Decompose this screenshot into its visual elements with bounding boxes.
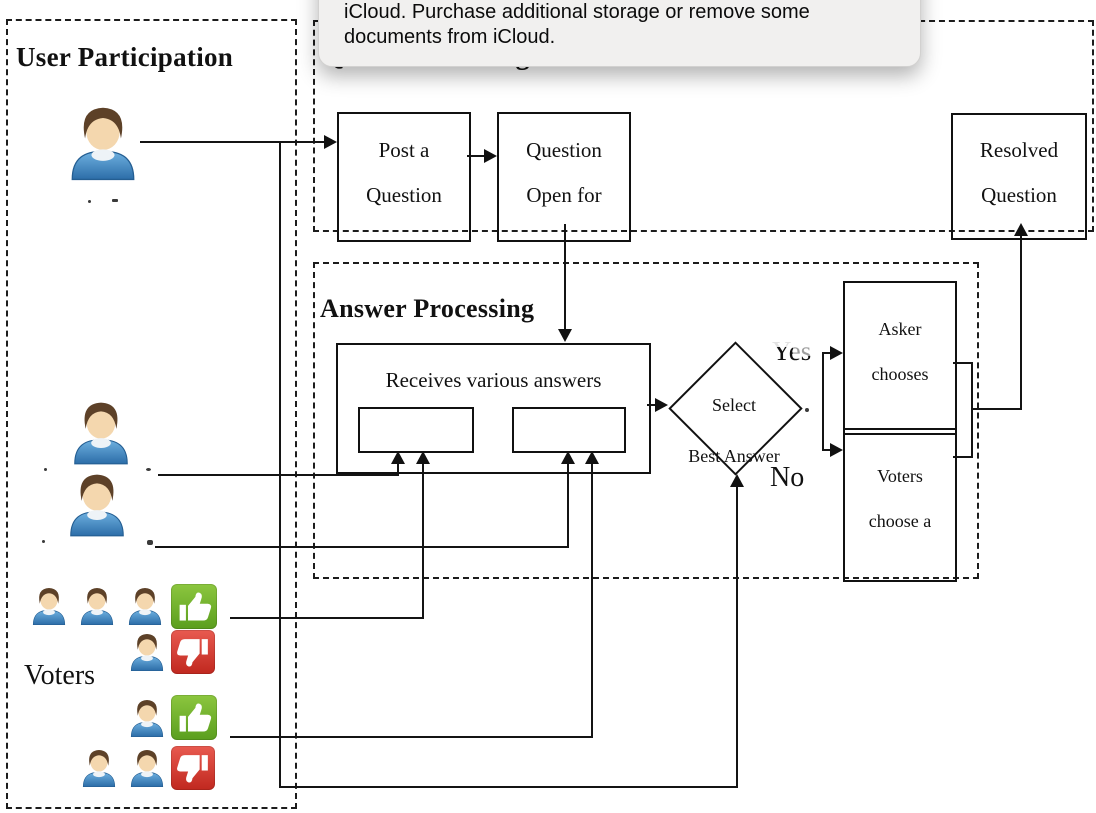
alert-message-line: iCloud. Purchase additional storage or r… — [344, 1, 810, 23]
thumbs-down-icon — [171, 630, 215, 674]
voter-user-icon — [130, 699, 164, 738]
connector-line — [567, 463, 569, 548]
connector-line — [647, 404, 657, 406]
answer-slot-box — [358, 407, 474, 453]
thumbs-up-icon — [171, 584, 217, 629]
arrowhead — [416, 451, 430, 464]
erased-area — [793, 347, 821, 356]
box-text: Voters — [877, 466, 923, 486]
connector-line — [953, 362, 973, 364]
user-participation-region — [6, 19, 297, 809]
voter-user-icon — [130, 749, 164, 788]
arrowhead — [830, 443, 843, 457]
arrowhead — [561, 451, 575, 464]
answer-slot-box — [512, 407, 626, 453]
erased-text-remnant — [147, 540, 153, 545]
icloud-alert-dialog[interactable]: iCloud. Purchase additional storage or r… — [318, 0, 921, 67]
stray-dot — [805, 408, 809, 412]
thumbs-up-icon — [171, 695, 217, 740]
box-text: Question — [366, 183, 442, 207]
thumbs-down-icon — [171, 746, 215, 790]
decision-text: Select — [712, 395, 756, 415]
connector-line — [564, 224, 566, 329]
connector-line — [140, 141, 326, 143]
answer-processing-title: Answer Processing — [320, 294, 535, 323]
voter-user-icon — [32, 587, 66, 626]
connector-line — [822, 352, 824, 451]
connector-line — [591, 463, 593, 738]
answerer-user-icon — [74, 402, 128, 465]
resolved-question-box: Resolved Question — [951, 113, 1087, 240]
answerer-user-icon — [70, 474, 124, 537]
connector-line — [467, 155, 486, 157]
connector-line — [736, 487, 738, 788]
voter-user-icon — [130, 633, 164, 672]
answer-processing-region — [313, 262, 979, 579]
erased-area — [766, 330, 822, 347]
alert-message: iCloud. Purchase additional storage or r… — [344, 0, 810, 50]
box-text: Receives various answers — [385, 368, 602, 392]
arrowhead — [1014, 223, 1028, 236]
connector-line — [1020, 236, 1022, 410]
connector-line — [822, 352, 831, 354]
arrowhead — [830, 346, 843, 360]
voter-user-icon — [128, 587, 162, 626]
voters-label: Voters — [24, 660, 96, 691]
box-text: choose a — [868, 511, 932, 531]
connector-line — [397, 463, 399, 475]
connector-line — [971, 362, 973, 458]
arrowhead — [558, 329, 572, 342]
connector-line — [822, 449, 831, 451]
erased-text-remnant — [112, 199, 118, 202]
connector-line — [230, 736, 593, 738]
arrowhead — [730, 474, 744, 487]
box-text: chooses — [871, 364, 929, 384]
no-label: No — [770, 462, 805, 493]
connector-line — [422, 463, 424, 619]
box-text: Open for — [526, 183, 602, 207]
box-text: Resolved — [979, 138, 1059, 162]
decision-text: Best Answer — [688, 446, 780, 466]
voters-choose-box: Voters choose a — [843, 428, 957, 582]
user-participation-title: User Participation — [16, 42, 234, 72]
voter-user-icon — [80, 587, 114, 626]
connector-line — [158, 474, 399, 476]
box-text: Question — [981, 183, 1057, 207]
connector-line — [279, 141, 281, 788]
connector-line — [279, 786, 738, 788]
asker-chooses-box: Asker chooses — [843, 281, 957, 435]
box-text: Asker — [878, 319, 922, 339]
arrowhead — [391, 451, 405, 464]
connector-line — [971, 408, 1021, 410]
erased-text-remnant — [146, 468, 151, 471]
erased-text-remnant — [44, 468, 47, 471]
connector-line — [155, 546, 569, 548]
receives-answers-box: Receives various answers — [336, 343, 651, 474]
arrowhead — [585, 451, 599, 464]
arrowhead — [484, 149, 497, 163]
alert-message-line: documents from iCloud. — [344, 26, 556, 48]
question-open-box: Question Open for — [497, 112, 631, 242]
asker-user-icon — [71, 107, 135, 181]
erased-text-remnant — [88, 200, 91, 203]
arrowhead — [655, 398, 668, 412]
arrowhead — [324, 135, 337, 149]
erased-text-remnant — [42, 540, 45, 543]
post-question-box: Post a Question — [337, 112, 471, 242]
voter-user-icon — [82, 749, 116, 788]
box-text: Question — [526, 138, 602, 162]
connector-line — [953, 456, 973, 458]
box-text: Post a — [378, 138, 430, 162]
connector-line — [230, 617, 424, 619]
